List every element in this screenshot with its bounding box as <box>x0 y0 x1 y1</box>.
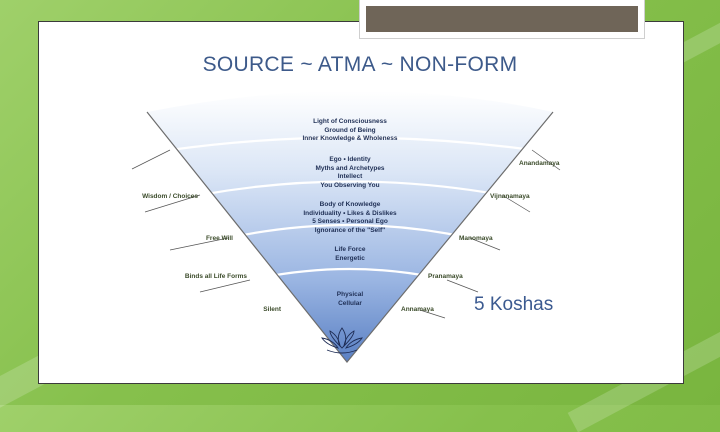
layer-3-text: Body of Knowledge Individuality • Likes … <box>303 201 397 234</box>
band-divider-1 <box>169 136 533 152</box>
right-label-vijnanamaya: Vijnanamaya <box>490 193 530 200</box>
right-label-manomaya: Manomaya <box>459 235 493 242</box>
title-placeholder <box>360 0 644 38</box>
cone-body <box>147 91 553 362</box>
left-label-free-will: Free Will <box>205 235 233 242</box>
leader-lines <box>131 149 561 319</box>
layer-1-text: Light of Consciousness Ground of Being I… <box>302 118 398 143</box>
layer-2-text: Ego • Identity Myths and Archetypes Inte… <box>315 156 385 189</box>
left-label-wisdom: Wisdom / Choices <box>142 193 198 200</box>
diagram-title: SOURCE ~ ATMA ~ NON-FORM <box>202 53 518 76</box>
right-label-pranamaya: Pranamaya <box>428 273 463 280</box>
lotus-icon <box>321 327 363 354</box>
left-label-binds: Binds all Life Forms <box>184 273 247 280</box>
band-divider-2 <box>199 180 503 197</box>
right-label-anandamaya: Anandamaya <box>519 160 560 167</box>
koshas-cone <box>131 91 561 363</box>
left-label-silent: Silent <box>263 306 281 313</box>
band-divider-3 <box>227 223 471 240</box>
layer-4-text: Life Force Energetic <box>334 246 366 262</box>
right-label-annamaya: Annamaya <box>401 306 434 313</box>
koshas-caption: 5 Koshas <box>474 294 554 315</box>
layer-5-text: Physical Cellular <box>336 291 364 307</box>
